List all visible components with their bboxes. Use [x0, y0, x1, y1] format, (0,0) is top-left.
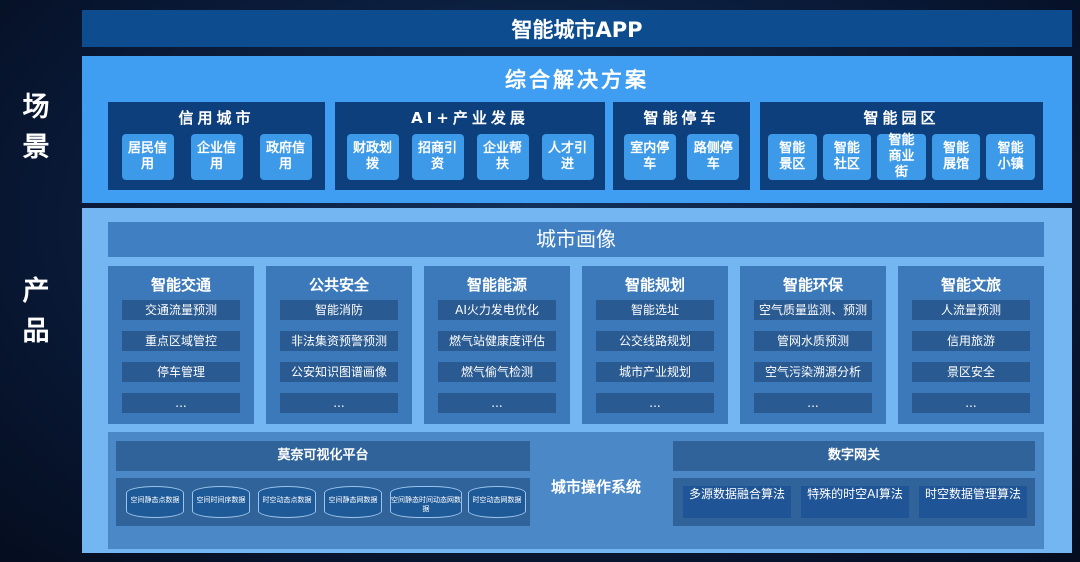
product-panel: 城市画像 智能交通交通流量预测重点区域管控停车管理...公共安全智能消防非法集资…	[82, 208, 1072, 553]
scene-item[interactable]: 智能社区	[822, 134, 872, 180]
scene-item[interactable]: 财政划拨	[346, 134, 399, 180]
data-store-area: 空间静态点数据空间时间序数据时空动态点数据空间静态网数据空间静态时间动态网数据时…	[116, 478, 530, 526]
product-item[interactable]: 重点区域管控	[122, 331, 240, 351]
product-side-label: 产品	[22, 276, 50, 347]
app-title-bar: 智能城市APP	[82, 10, 1072, 47]
product-item[interactable]: 管网水质预测	[754, 331, 872, 351]
scene-item[interactable]: 企业帮扶	[476, 134, 529, 180]
product-item[interactable]: 人流量预测	[912, 300, 1030, 320]
algorithm-box: 时空数据管理算法	[919, 486, 1027, 518]
scene-group: 智能停车室内停车路侧停车	[613, 102, 750, 190]
scene-item[interactable]: 智能展馆	[931, 134, 981, 180]
scene-side-label: 场景	[22, 92, 50, 163]
product-card-title: 智能文旅	[940, 276, 1001, 294]
scene-group-title: 信用城市	[178, 109, 255, 127]
algorithm-box: 多源数据融合算法	[683, 486, 791, 518]
product-item[interactable]: 停车管理	[122, 362, 240, 382]
product-item[interactable]: 智能消防	[280, 300, 398, 320]
product-item[interactable]: 城市产业规划	[596, 362, 714, 382]
product-item[interactable]: ...	[754, 393, 872, 413]
product-item[interactable]: 信用旅游	[912, 331, 1030, 351]
scene-item[interactable]: 智能商业街	[877, 133, 926, 180]
product-card-title: 公共安全	[308, 276, 369, 294]
algorithm-area: 多源数据融合算法特殊的时空AI算法时空数据管理算法	[673, 478, 1035, 526]
product-card: 智能规划智能选址公交线路规划城市产业规划...	[582, 266, 728, 424]
scene-item[interactable]: 智能小镇	[986, 134, 1035, 180]
product-item[interactable]: 公交线路规划	[596, 331, 714, 351]
product-card: 智能能源 AI火力发电优化燃气站健康度评估燃气偷气检测...	[424, 266, 570, 424]
database-cylinder-icon: 时空动态网数据	[468, 486, 526, 518]
scene-group-title: 智能停车	[643, 109, 720, 127]
database-cylinder-icon: 空间时间序数据	[192, 486, 250, 518]
product-item[interactable]: 交通流量预测	[122, 300, 240, 320]
product-item[interactable]: AI火力发电优化	[438, 300, 556, 320]
scene-item[interactable]: 企业信用	[190, 134, 243, 180]
scene-group: 信用城市居民信用企业信用政府信用	[108, 102, 325, 190]
product-item[interactable]: 公安知识图谱画像	[280, 362, 398, 382]
product-card-title: 智能环保	[782, 276, 843, 294]
scene-group: AI+产业发展财政划拨招商引资企业帮扶人才引进	[335, 102, 605, 190]
product-item[interactable]: 燃气站健康度评估	[438, 331, 556, 351]
product-item[interactable]: 空气污染溯源分析	[754, 362, 872, 382]
scene-title: 综合解决方案	[505, 68, 649, 92]
database-cylinder-icon: 空间静态点数据	[126, 486, 184, 518]
product-card-title: 智能能源	[466, 276, 527, 294]
product-item[interactable]: 非法集资预警预测	[280, 331, 398, 351]
scene-group-title: AI+产业发展	[411, 109, 529, 127]
scene-item[interactable]: 政府信用	[259, 134, 312, 180]
product-card: 智能文旅人流量预测信用旅游景区安全...	[898, 266, 1044, 424]
database-cylinder-icon: 时空动态点数据	[258, 486, 316, 518]
product-card: 智能交通交通流量预测重点区域管控停车管理...	[108, 266, 254, 424]
database-cylinder-icon: 空间静态网数据	[324, 486, 382, 518]
product-item[interactable]: 燃气偷气检测	[438, 362, 556, 382]
product-item[interactable]: ...	[122, 393, 240, 413]
product-item[interactable]: ...	[912, 393, 1030, 413]
product-item[interactable]: 空气质量监测、预测	[754, 300, 872, 320]
os-title: 城市操作系统	[550, 478, 641, 496]
database-cylinder-icon: 空间静态时间动态网数据	[390, 486, 462, 518]
gateway-title: 数字网关	[673, 441, 1035, 471]
product-item[interactable]: ...	[596, 393, 714, 413]
scene-item[interactable]: 招商引资	[411, 134, 464, 180]
algorithm-box: 特殊的时空AI算法	[801, 486, 909, 518]
scene-item[interactable]: 室内停车	[623, 134, 676, 180]
product-item[interactable]: ...	[438, 393, 556, 413]
scene-item[interactable]: 居民信用	[121, 134, 174, 180]
city-portrait-bar: 城市画像	[108, 222, 1044, 257]
product-item[interactable]: 景区安全	[912, 362, 1030, 382]
product-card: 公共安全智能消防非法集资预警预测公安知识图谱画像...	[266, 266, 412, 424]
scene-group-title: 智能园区	[863, 109, 940, 127]
city-os-panel: 莫奈可视化平台 空间静态点数据空间时间序数据时空动态点数据空间静态网数据空间静态…	[108, 432, 1044, 549]
product-card-title: 智能交通	[150, 276, 211, 294]
scene-group: 智能园区智能景区智能社区智能商业街智能展馆智能小镇	[760, 102, 1043, 190]
product-card: 智能环保空气质量监测、预测管网水质预测空气污染溯源分析...	[740, 266, 886, 424]
product-card-title: 智能规划	[624, 276, 685, 294]
platform-title: 莫奈可视化平台	[116, 441, 530, 471]
product-item[interactable]: 智能选址	[596, 300, 714, 320]
product-item[interactable]: ...	[280, 393, 398, 413]
scene-item[interactable]: 智能景区	[768, 134, 817, 180]
scene-item[interactable]: 路侧停车	[687, 134, 740, 180]
scene-item[interactable]: 人才引进	[541, 134, 594, 180]
